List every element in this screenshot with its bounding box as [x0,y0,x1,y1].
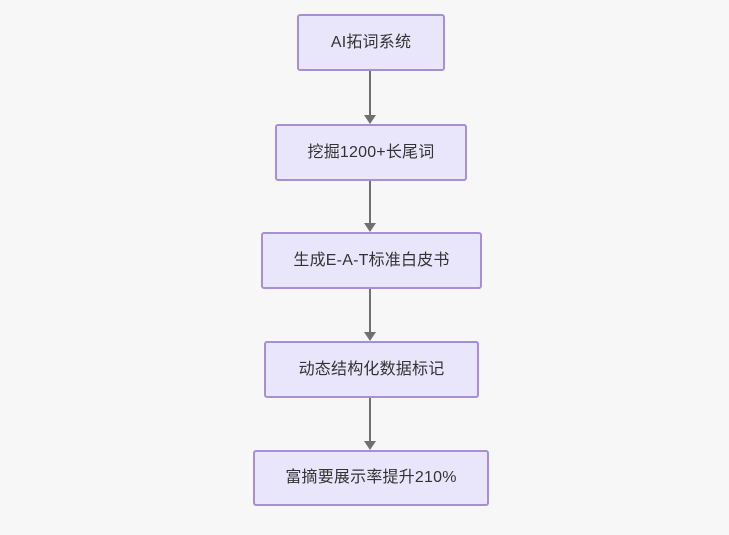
flow-node-label: 富摘要展示率提升210% [285,469,457,487]
flow-node-label: AI拓词系统 [330,33,412,51]
flow-node-label: 生成E-A-T标准白皮书 [293,251,450,269]
flow-node-label: 挖掘1200+长尾词 [307,143,435,161]
flow-node-n4[interactable]: 动态结构化数据标记 [264,341,479,398]
flow-connector-n3-to-n4 [362,289,378,341]
flow-connector-n1-to-n2 [362,71,378,124]
flow-node-n1[interactable]: AI拓词系统 [297,14,445,71]
flow-node-n2[interactable]: 挖掘1200+长尾词 [275,124,467,181]
flow-node-label: 动态结构化数据标记 [298,360,445,378]
flow-connector-n4-to-n5 [362,398,378,450]
flow-node-n3[interactable]: 生成E-A-T标准白皮书 [261,232,482,289]
flow-node-n5[interactable]: 富摘要展示率提升210% [253,450,489,506]
flow-connector-n2-to-n3 [362,181,378,232]
